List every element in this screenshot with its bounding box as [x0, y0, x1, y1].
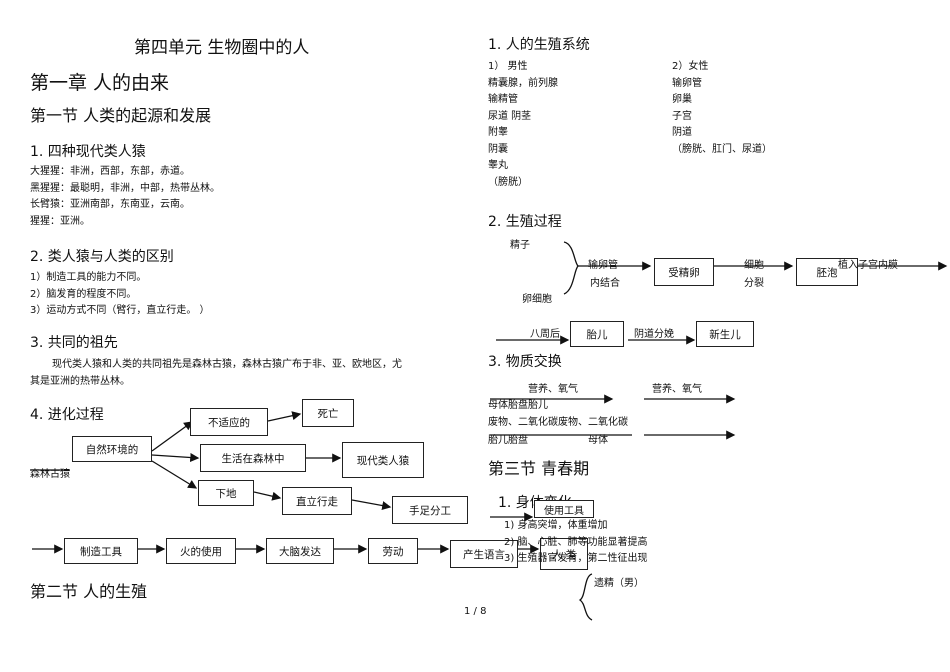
live-forest-box: 生活在森林中	[200, 444, 306, 472]
process-heading: 2. 生殖过程	[488, 214, 562, 230]
list-item: 阴囊	[488, 143, 508, 155]
diff-heading: 2. 类人猿与人类的区别	[30, 249, 174, 265]
list-item: （膀胱）	[488, 176, 528, 188]
death-box: 死亡	[302, 399, 354, 427]
forest-ape-label: 森林古猿	[30, 469, 70, 480]
section-title-3: 第三节 青春期	[488, 459, 590, 478]
modern-ape-box: 现代类人猿	[342, 442, 424, 478]
nutrients-label-2: 营养、氧气	[652, 384, 702, 395]
week8-label: 八周后	[530, 329, 560, 340]
list-item: 黑猩猩：最聪明，非洲，中部，热带丛林。	[30, 182, 220, 194]
delivery-label: 阴道分娩	[634, 329, 674, 340]
combine-label: 内结合	[590, 278, 620, 289]
list-item: 卵巢	[672, 94, 692, 105]
female-title: 2）女性	[672, 61, 709, 72]
embryo-box: 胚泡	[796, 258, 858, 286]
fetus-box: 胎儿	[570, 321, 624, 347]
ancestor-text-1: 现代类人猿和人类的共同祖先是森林古猿，森林古猿广布于非、亚、欧地区，尤	[52, 359, 402, 370]
unit-title: 第四单元 生物圈中的人	[134, 38, 310, 58]
chapter-title: 第一章 人的由来	[30, 72, 170, 94]
list-item: 猩猩：亚洲。	[30, 215, 90, 227]
list-item: 子宫	[672, 110, 692, 122]
exchange-heading: 3. 物质交换	[488, 354, 562, 370]
female-organs: 2）女性 输卵管 卵巢 子宫 阴道 （膀胱、肛门、尿道）	[672, 59, 772, 158]
list-item: 1）制造工具的能力不同。	[30, 272, 147, 283]
make-tools-box: 制造工具	[64, 538, 138, 564]
list-item: 大猩猩：非洲，西部，东部，赤道。	[30, 166, 190, 177]
ancestor-heading: 3. 共同的祖先	[30, 335, 118, 351]
fetus-placenta-label: 胎儿胎盘	[488, 435, 528, 446]
tool-use-box: 使用工具	[534, 500, 594, 518]
upright-box: 直立行走	[282, 487, 352, 515]
nutrients-label-1: 营养、氧气	[528, 384, 578, 395]
hands-feet-box: 手足分工	[392, 496, 468, 524]
apes-list: 大猩猩：非洲，西部，东部，赤道。 黑猩猩：最聪明，非洲，中部，热带丛林。 长臂猿…	[30, 164, 220, 230]
brain-box: 大脑发达	[266, 538, 334, 564]
waste-label: 废物、二氧化碳废物、二氧化碳	[488, 417, 628, 428]
language-box: 产生语言	[450, 540, 518, 568]
page-number: 1 / 8	[464, 606, 487, 617]
human-box: 人 类	[540, 538, 588, 570]
labor-box: 劳动	[368, 538, 418, 564]
list-item: 2) 脑、心脏、肺等功能显著提高	[504, 536, 648, 548]
list-item: 尿道 阴茎	[488, 110, 532, 122]
list-item: 3) 生殖器官发育，第二性征出现	[504, 553, 648, 564]
cell-label: 细胞	[744, 260, 764, 271]
list-item: 2）脑发育的程度不同。	[30, 288, 137, 300]
ground-box: 下地	[198, 480, 254, 506]
list-item: 精囊腺，前列腺	[488, 77, 558, 89]
male-organs: 1） 男性 精囊腺，前列腺 输精管 尿道 阴茎 附睾 阴囊 睾丸 （膀胱）	[488, 59, 558, 191]
list-item: 输精管	[488, 94, 518, 105]
section-title-1: 第一节 人类的起源和发展	[30, 106, 212, 125]
apes-heading: 1. 四种现代类人猿	[30, 144, 146, 160]
unfit-box: 不适应的	[190, 408, 268, 436]
male-title: 1） 男性	[488, 61, 528, 72]
fire-box: 火的使用	[166, 538, 236, 564]
list-item: 附睾	[488, 127, 508, 138]
list-item: 1) 身高突增，体重增加	[504, 520, 608, 531]
diff-list: 1）制造工具的能力不同。 2）脑发育的程度不同。 3）运动方式不同（臂行，直立行…	[30, 270, 210, 320]
ancestor-text-2: 其是亚洲的热带丛林。	[30, 376, 130, 387]
mother-placenta-label: 母体胎盘胎儿	[488, 400, 548, 411]
repro-heading: 1. 人的生殖系统	[488, 37, 590, 53]
sperm-label: 精子	[510, 240, 530, 251]
emission-label: 遗精（男）	[594, 578, 644, 589]
mother-label: 母体	[588, 435, 608, 446]
list-item: 3）运动方式不同（臂行，直立行走。 ）	[30, 305, 210, 316]
zygote-box: 受精卵	[654, 258, 714, 286]
implant-label: 植入子宫内膜	[838, 260, 898, 271]
newborn-box: 新生儿	[696, 321, 754, 347]
oviduct-label: 输卵管	[588, 260, 618, 271]
egg-label: 卵细胞	[522, 294, 552, 305]
list-item: 睾丸	[488, 160, 508, 171]
list-item: 长臂猿：亚洲南部，东南亚，云南。	[30, 199, 190, 210]
body-change-list: 1) 身高突增，体重增加 2) 脑、心脏、肺等功能显著提高 3) 生殖器官发育，…	[504, 518, 647, 568]
environment-box: 自然环境的	[72, 436, 152, 462]
list-item: （膀胱、肛门、尿道）	[672, 143, 772, 155]
list-item: 输卵管	[672, 77, 702, 89]
list-item: 阴道	[672, 127, 692, 138]
divide-label: 分裂	[744, 278, 764, 289]
section-title-2: 第二节 人的生殖	[30, 582, 148, 601]
evolution-heading: 4. 进化过程	[30, 407, 104, 423]
